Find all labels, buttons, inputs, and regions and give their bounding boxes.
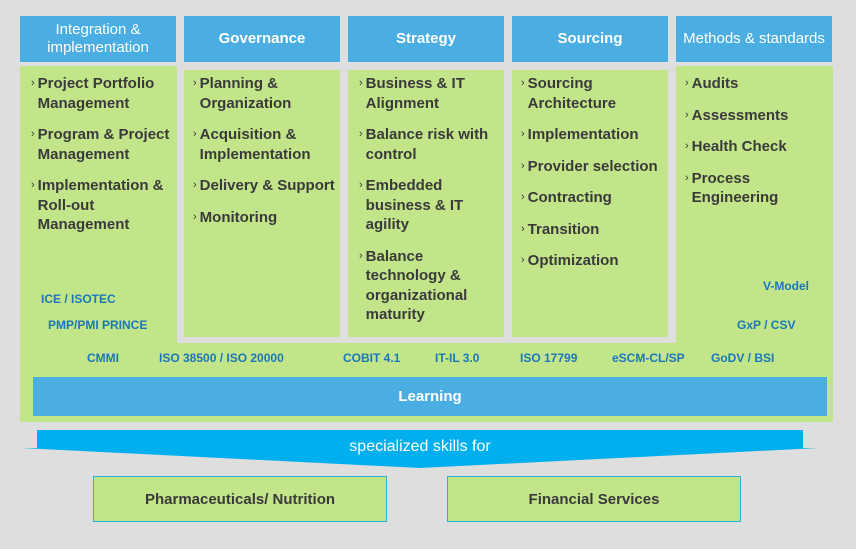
standard-item: GoDV / BSI	[711, 351, 775, 365]
list-item-label: Optimization	[527, 252, 619, 269]
chevron-right-icon: ›	[685, 108, 689, 121]
chevron-right-icon: ›	[359, 77, 363, 89]
governance-box	[184, 70, 340, 337]
list-item-label: Program & Project Management	[37, 126, 170, 163]
chevron-right-icon: ›	[193, 210, 197, 223]
chevron-right-icon: ›	[359, 128, 363, 140]
sourcing-box	[512, 70, 668, 337]
learning-bar: Learning	[33, 377, 827, 416]
column-1: ›Planning & Organization›Acquisition & I…	[190, 70, 340, 243]
funnel-arrow	[22, 430, 818, 468]
standard-pmp: PMP/PMI PRINCE	[48, 318, 148, 332]
strategy-box	[348, 70, 504, 337]
column-3: ›Sourcing Architecture›Implementation›Pr…	[518, 70, 668, 287]
list-item-label: Audits	[691, 75, 739, 92]
chevron-right-icon: ›	[359, 249, 363, 262]
chevron-right-icon: ›	[521, 254, 525, 266]
list-item: ›Delivery & Support	[193, 176, 337, 196]
standard-item: COBIT 4.1	[343, 351, 401, 365]
chevron-right-icon: ›	[521, 222, 525, 235]
column-0: ›Project Portfolio Management›Program & …	[28, 70, 178, 251]
header-integration: Integration & implementation	[20, 16, 176, 62]
list-item-label: Acquisition & Implementation	[199, 126, 311, 163]
list-item: ›Assessments	[685, 106, 829, 126]
list-item: ›Health Check	[685, 137, 829, 157]
chevron-right-icon: ›	[685, 140, 689, 152]
list-item-label: Health Check	[691, 138, 787, 155]
header-sourcing: Sourcing	[512, 16, 668, 62]
list-item: ›Audits	[685, 74, 829, 94]
list-item: ›Acquisition & Implementation	[193, 125, 337, 164]
header-governance: Governance	[184, 16, 340, 62]
list-item: ›Planning & Organization	[193, 74, 337, 113]
chevron-right-icon: ›	[31, 77, 35, 89]
list-item-label: Assessments	[691, 106, 789, 124]
list-item-label: Project Portfolio Management	[37, 75, 155, 112]
list-item-label: Delivery & Support	[199, 177, 335, 194]
list-item: ›Program & Project Management	[31, 125, 175, 164]
chevron-right-icon: ›	[31, 128, 35, 140]
list-item: ›Balance risk with control	[359, 125, 503, 164]
list-item-label: Implementation	[527, 126, 639, 143]
list-item: ›Transition	[521, 220, 665, 240]
chevron-right-icon: ›	[521, 77, 525, 89]
list-item: ›Contracting	[521, 188, 665, 208]
column-4: ›Audits›Assessments›Health Check›Process…	[682, 70, 832, 224]
list-item: ›Optimization	[521, 251, 665, 271]
list-item-label: Balance risk with control	[365, 126, 489, 163]
list-item-label: Sourcing Architecture	[527, 75, 617, 112]
header-methods: Methods & standards	[676, 16, 832, 62]
header-strategy: Strategy	[348, 16, 504, 62]
list-item-label: Planning & Organization	[199, 75, 292, 112]
list-item-label: Embedded business & IT agility	[365, 177, 464, 233]
chevron-right-icon: ›	[685, 171, 689, 184]
industry-pharma: Pharmaceuticals/ Nutrition	[93, 476, 387, 522]
list-item: ›Sourcing Architecture	[521, 74, 665, 113]
list-item-label: Monitoring	[199, 208, 278, 226]
chevron-right-icon: ›	[193, 77, 197, 89]
list-item-label: Transition	[527, 220, 600, 238]
list-item: ›Project Portfolio Management	[31, 74, 175, 113]
list-item: ›Monitoring	[193, 208, 337, 228]
chevron-right-icon: ›	[31, 179, 35, 191]
list-item-label: Process Engineering	[691, 169, 779, 207]
chevron-right-icon: ›	[193, 179, 197, 191]
chevron-right-icon: ›	[521, 159, 525, 172]
list-item: ›Balance technology & organizational mat…	[359, 247, 503, 325]
list-item: ›Business & IT Alignment	[359, 74, 503, 113]
column-2: ›Business & IT Alignment›Balance risk wi…	[356, 70, 506, 341]
industry-financial: Financial Services	[447, 476, 741, 522]
arrow-label: specialized skills for	[349, 438, 491, 455]
chevron-right-icon: ›	[359, 179, 363, 191]
standard-item: ISO 38500 / ISO 20000	[159, 351, 284, 365]
standard-item: eSCM-CL/SP	[612, 351, 685, 365]
chevron-right-icon: ›	[521, 191, 525, 203]
standard-ice: ICE / ISOTEC	[41, 292, 116, 306]
list-item: ›Embedded business & IT agility	[359, 176, 503, 235]
list-item: ›Implementation & Roll-out Management	[31, 176, 175, 235]
list-item-label: Contracting	[527, 189, 612, 206]
list-item-label: Implementation & Roll-out Management	[37, 177, 164, 233]
standard-item: IT-IL 3.0	[435, 351, 480, 365]
standard-vmodel: V-Model	[763, 279, 810, 293]
chevron-right-icon: ›	[521, 128, 525, 140]
standard-item: CMMI	[87, 351, 119, 365]
list-item: ›Process Engineering	[685, 169, 829, 208]
list-item: ›Implementation	[521, 125, 665, 145]
chevron-right-icon: ›	[685, 77, 689, 89]
standard-gxp: GxP / CSV	[737, 318, 796, 332]
chevron-right-icon: ›	[193, 128, 197, 140]
list-item-label: Provider selection	[527, 157, 658, 175]
standard-item: ISO 17799	[520, 351, 578, 365]
list-item-label: Balance technology & organizational matu…	[365, 247, 468, 324]
list-item-label: Business & IT Alignment	[365, 75, 465, 112]
list-item: ›Provider selection	[521, 157, 665, 177]
